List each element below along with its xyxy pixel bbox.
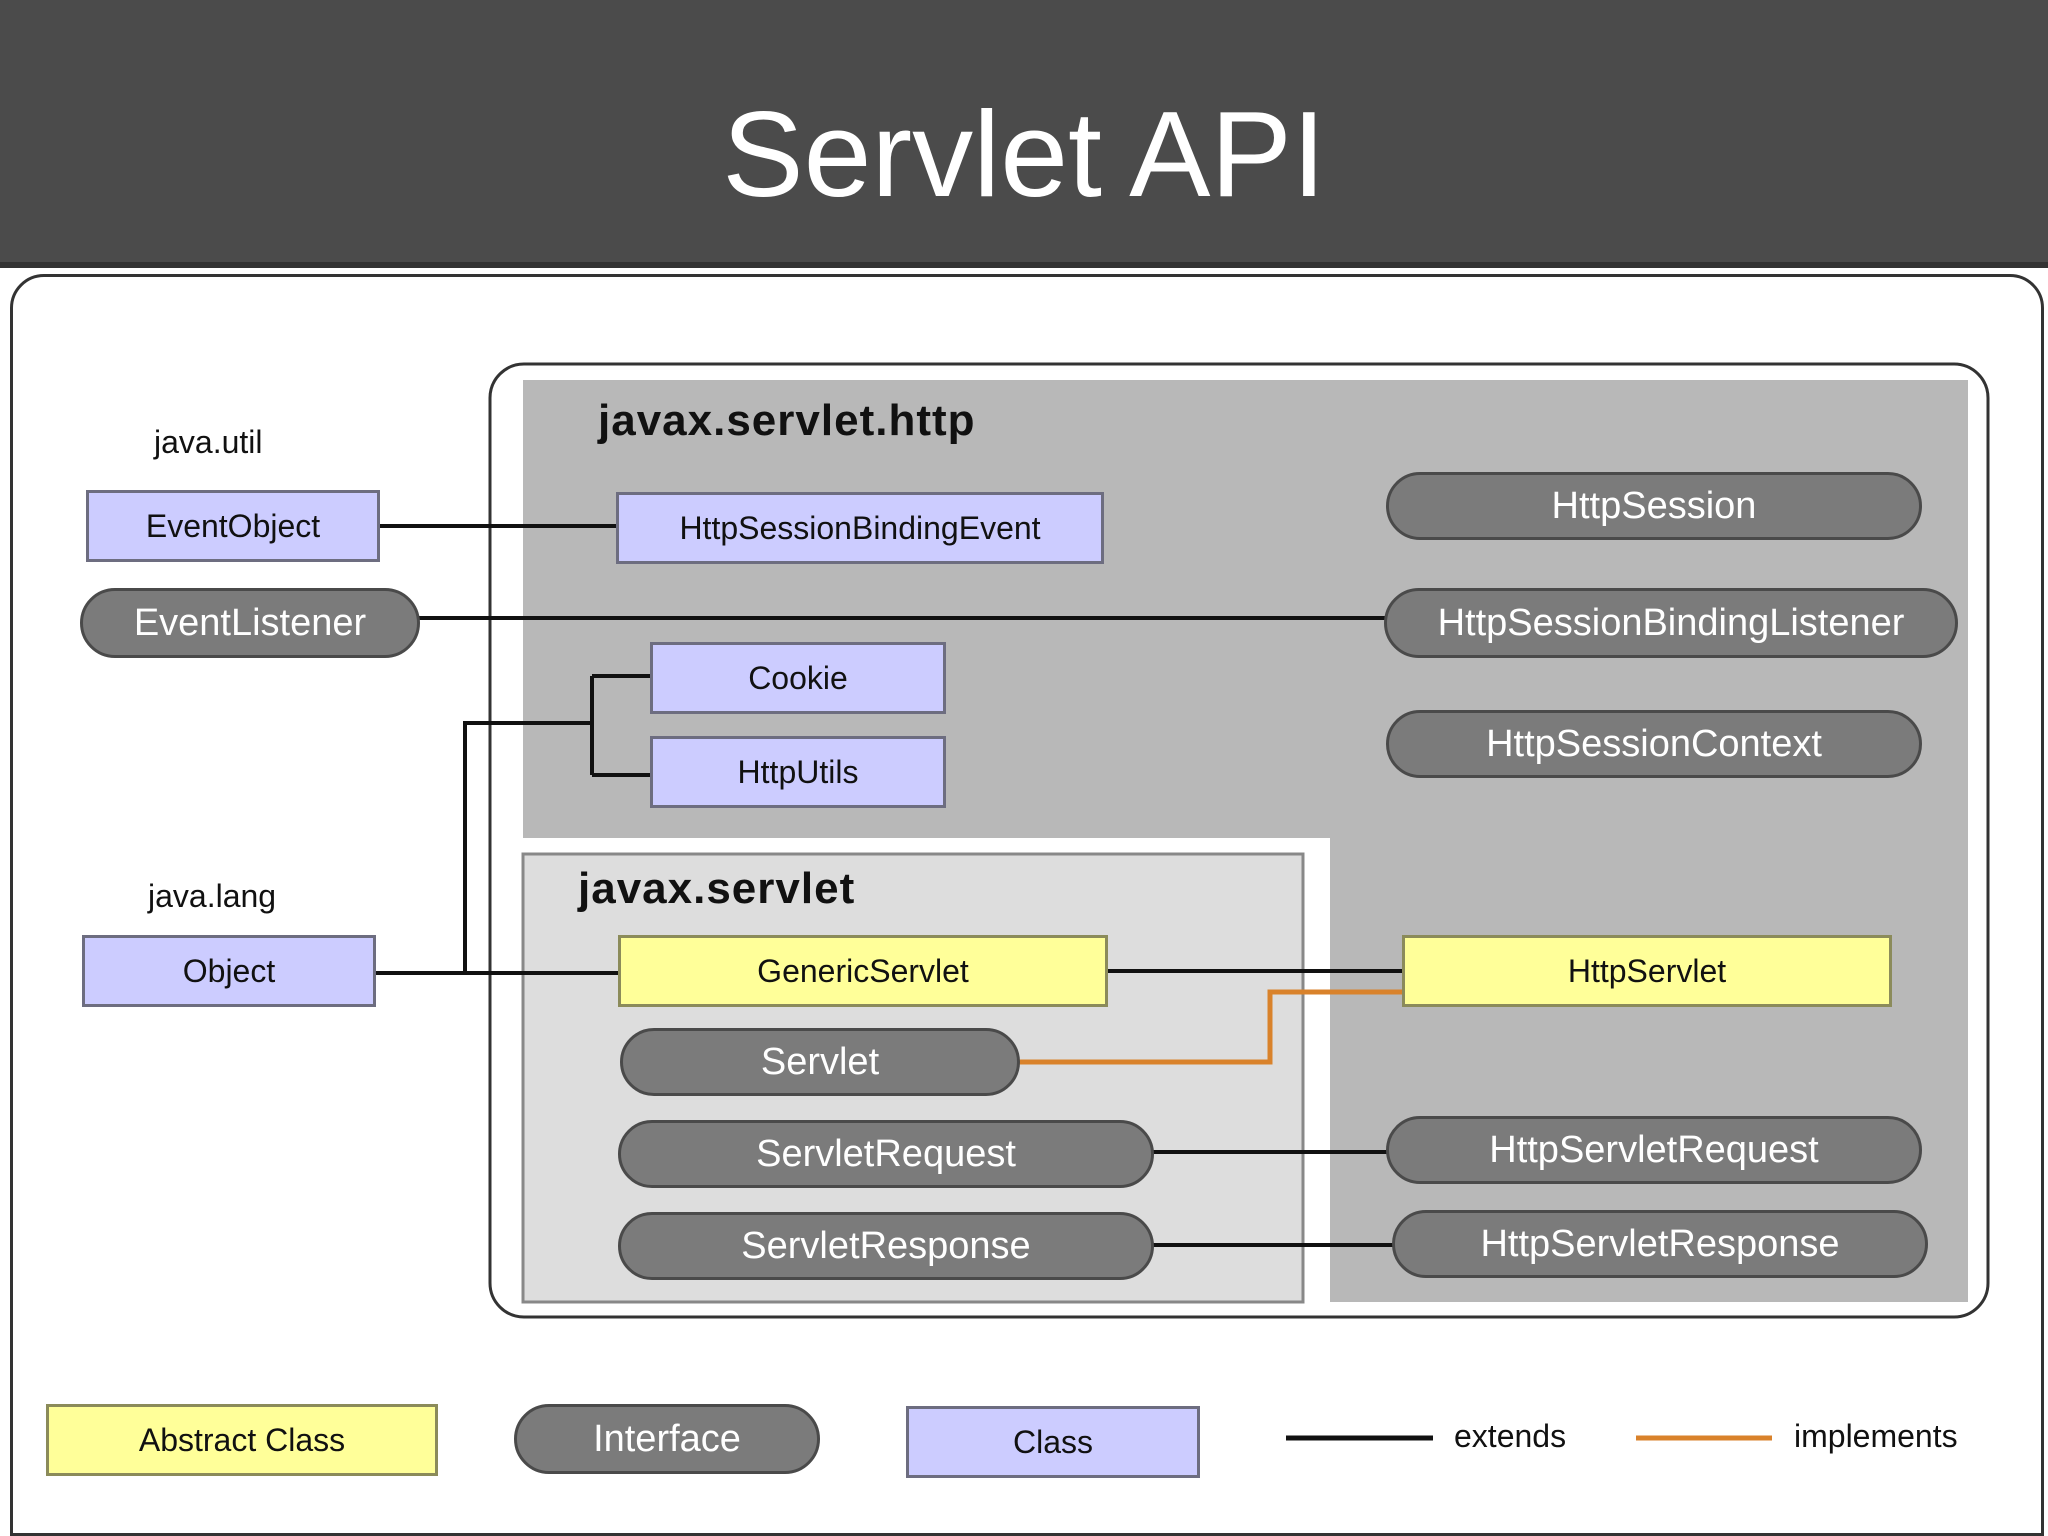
node-httputils: HttpUtils — [650, 736, 946, 808]
node-httpservletrequest: HttpServletRequest — [1386, 1116, 1922, 1184]
legend-class: Class — [906, 1406, 1200, 1478]
legend-abstract-class: Abstract Class — [46, 1404, 438, 1476]
node-httpsession: HttpSession — [1386, 472, 1922, 540]
implements-line-servlet-httpservlet — [1018, 989, 1404, 1065]
node-genericservlet: GenericServlet — [618, 935, 1108, 1007]
legend-interface: Interface — [514, 1404, 820, 1474]
extends-line-object-cookie-httputils — [463, 674, 652, 973]
legend-implements-label: implements — [1794, 1418, 1958, 1454]
node-servletresponse: ServletResponse — [618, 1212, 1154, 1280]
slide-title: Servlet API — [722, 86, 1326, 222]
package-label-java-util: java.util — [154, 424, 263, 460]
legend-extends-label: extends — [1454, 1418, 1567, 1454]
node-httpsessionbindinglistener: HttpSessionBindingListener — [1384, 588, 1958, 658]
node-httpsessionbindingevent: HttpSessionBindingEvent — [616, 492, 1104, 564]
node-httpsessioncontext: HttpSessionContext — [1386, 710, 1922, 778]
node-eventlistener: EventListener — [80, 588, 420, 658]
header-divider — [0, 262, 2048, 268]
package-title-http: javax.servlet.http — [598, 396, 976, 445]
node-object: Object — [82, 935, 376, 1007]
slide-header — [0, 0, 2048, 262]
package-title-servlet: javax.servlet — [578, 864, 856, 913]
package-label-java-lang: java.lang — [148, 878, 277, 914]
node-servlet: Servlet — [620, 1028, 1020, 1096]
node-servletrequest: ServletRequest — [618, 1120, 1154, 1188]
node-eventobject: EventObject — [86, 490, 380, 562]
node-cookie: Cookie — [650, 642, 946, 714]
node-httpservlet: HttpServlet — [1402, 935, 1892, 1007]
node-httpservletresponse: HttpServletResponse — [1392, 1210, 1928, 1278]
